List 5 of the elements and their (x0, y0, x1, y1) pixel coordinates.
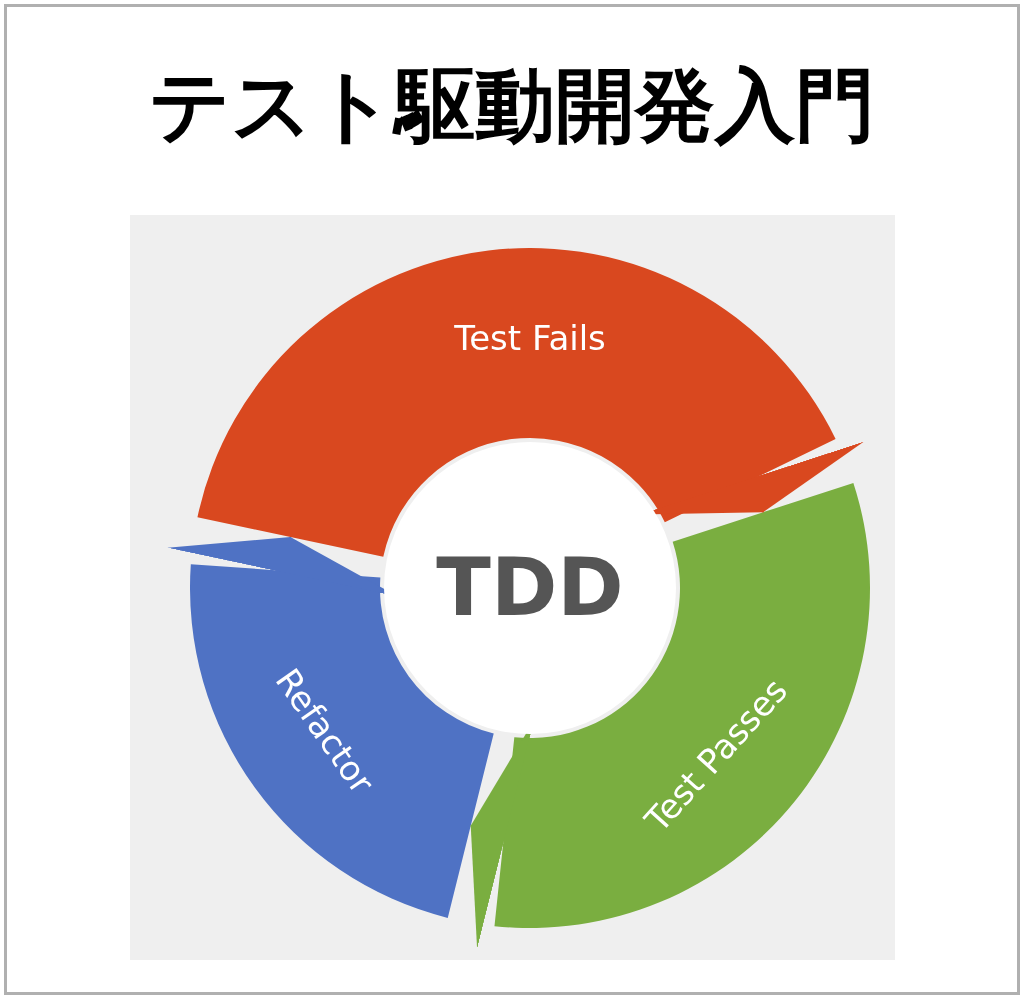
arc-arrow-segment (197, 248, 836, 557)
center-label: TDD (436, 548, 624, 628)
title: テスト駆動開発入門 (149, 62, 875, 150)
center-circle (384, 442, 676, 734)
segment-label: Test Fails (454, 321, 606, 355)
